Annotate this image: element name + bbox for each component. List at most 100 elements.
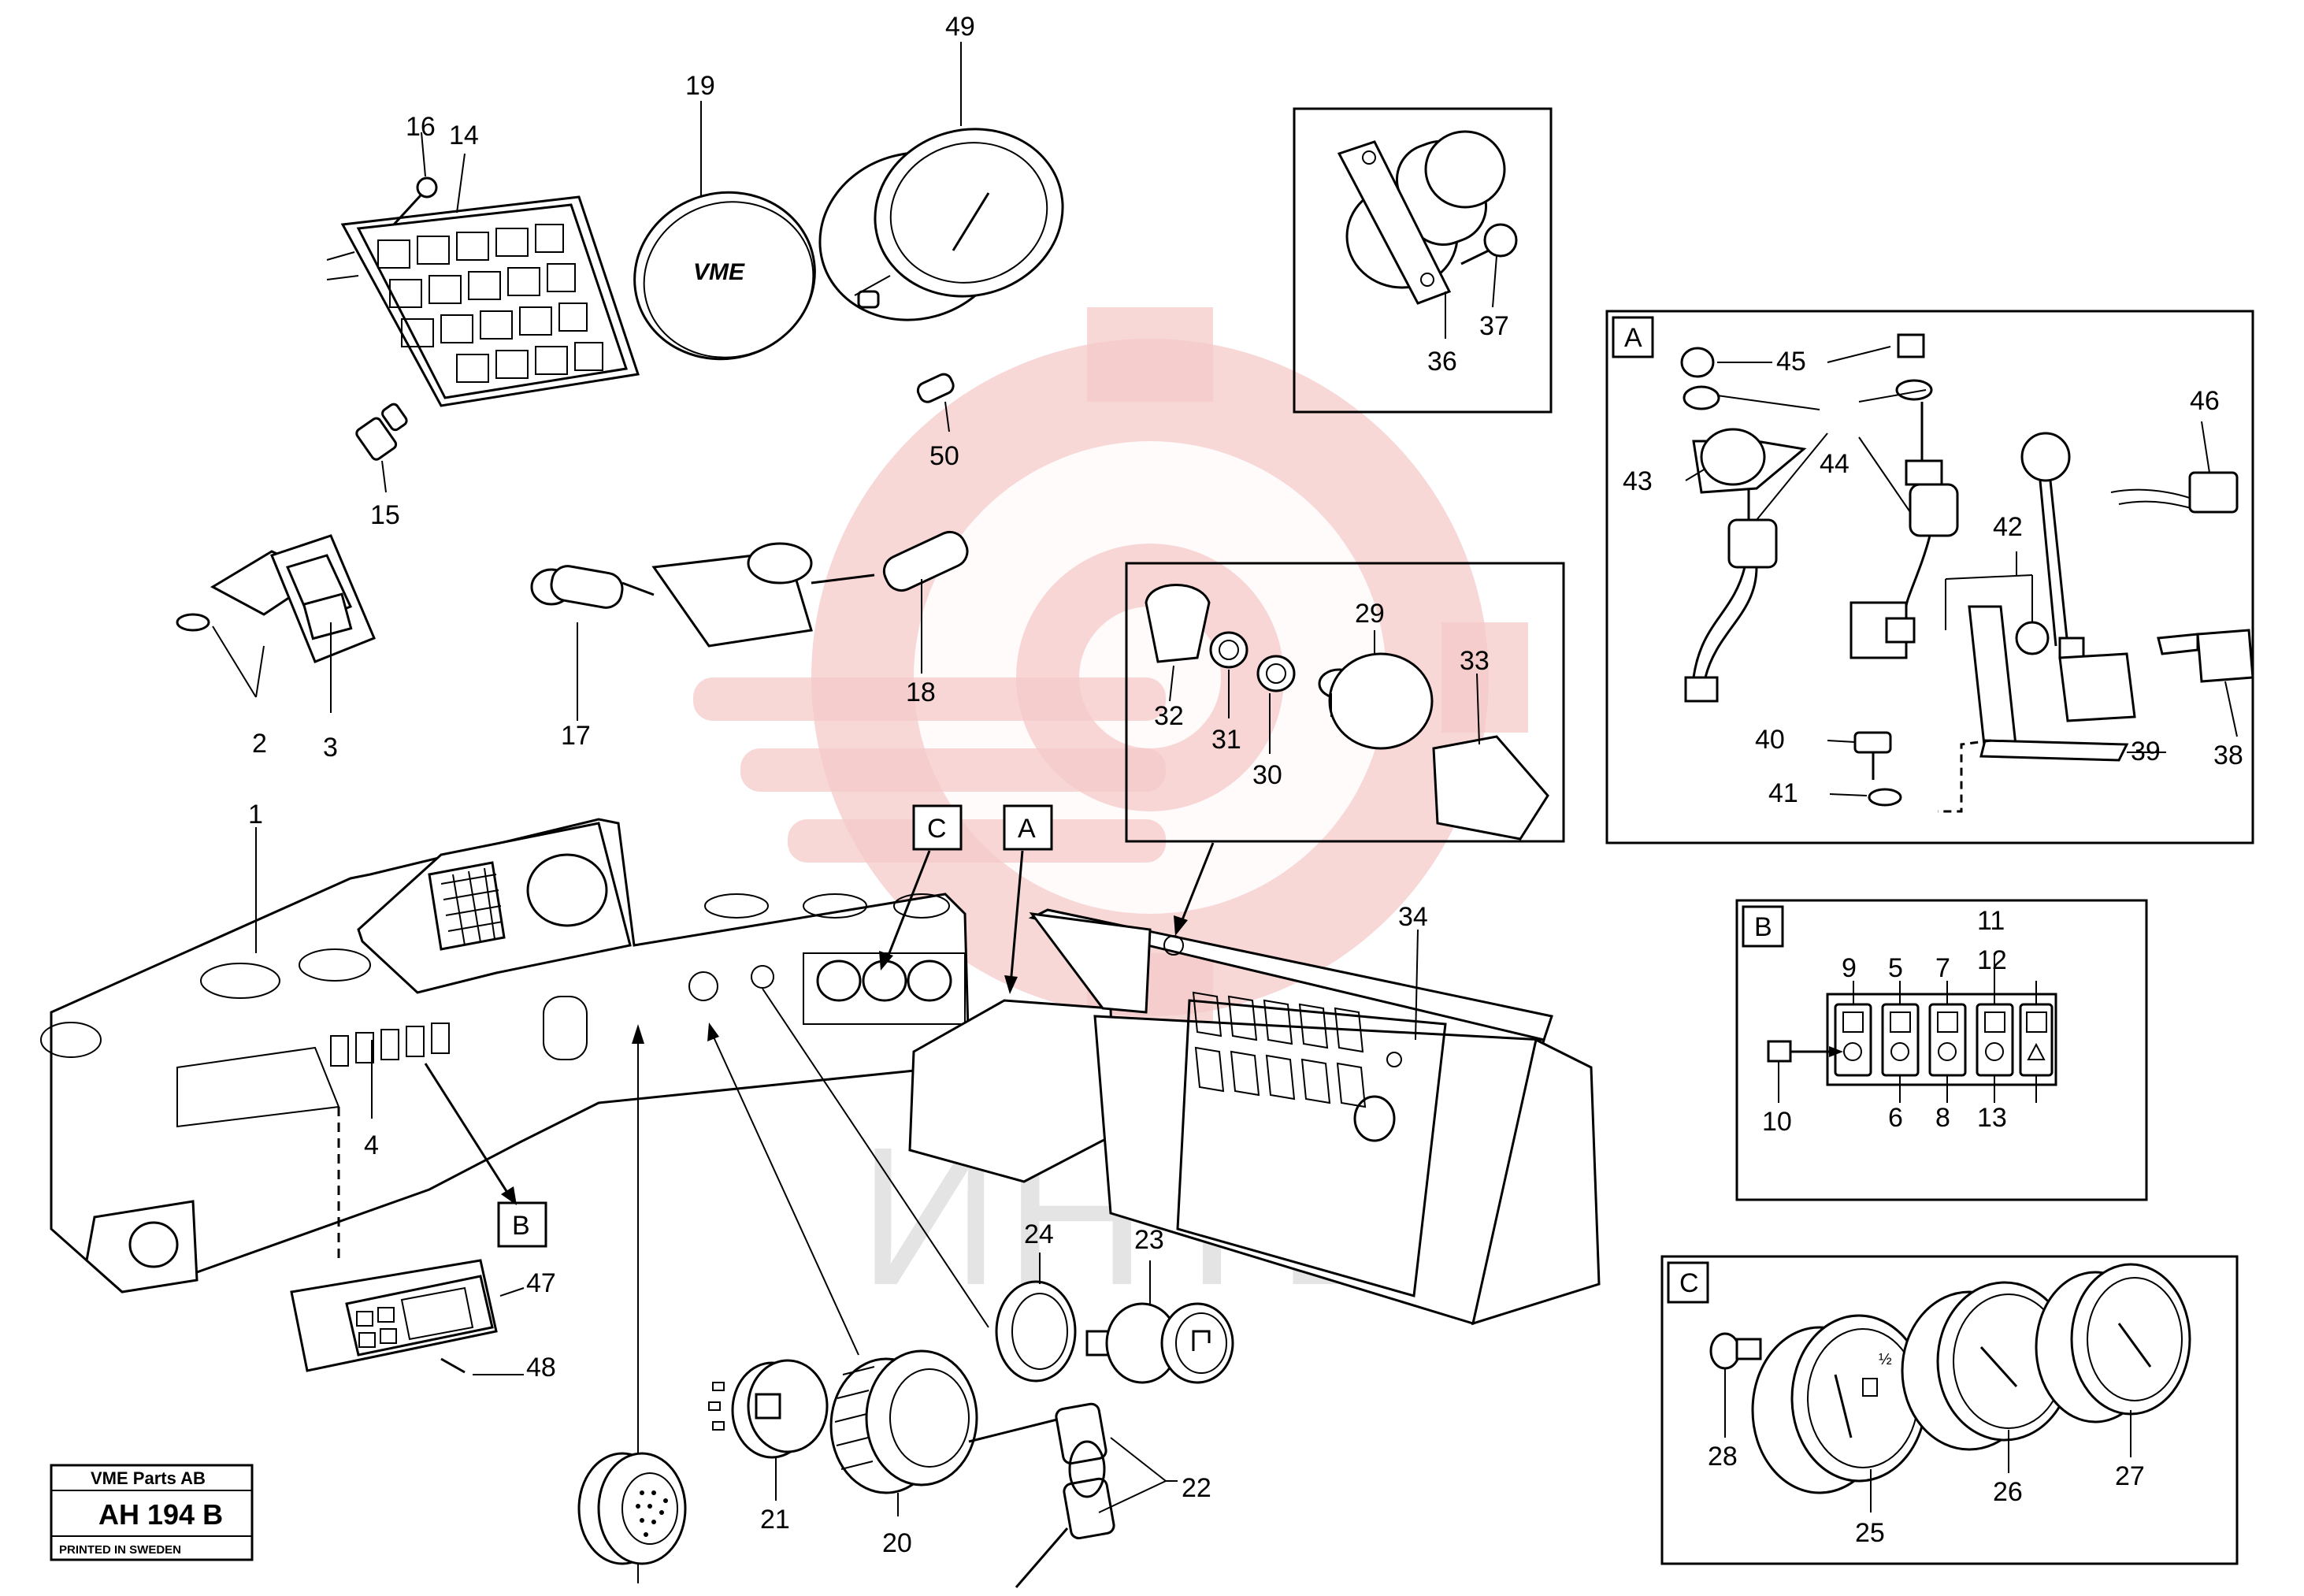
- part-label: 17: [561, 721, 591, 751]
- part-label: 32: [1154, 701, 1184, 731]
- detail-box-29-33: [1125, 562, 1565, 843]
- part-label: 40: [1755, 725, 1785, 755]
- switch-36: [1337, 130, 1506, 305]
- part-label: 8: [1935, 1103, 1950, 1133]
- part-label: 6: [1888, 1103, 1903, 1133]
- switch-row-B: [1767, 993, 2057, 1086]
- part-label: 50: [929, 441, 959, 471]
- part-label: 21: [760, 1505, 790, 1535]
- part-label: 38: [2213, 740, 2243, 770]
- callout-A: A: [1003, 804, 1053, 851]
- part-label: 45: [1776, 347, 1806, 377]
- detail-frame-A: [1605, 310, 2254, 844]
- detail-frame-B-tag: [1742, 905, 1784, 948]
- part-number-labels: 1 2 3 4 5 6 7 8 9 10 11 12 13 14 15 16 1…: [248, 12, 2243, 1558]
- part-label: 12: [1977, 945, 2007, 975]
- title-block-code: AH 194 B: [98, 1498, 223, 1531]
- part-label: 2: [252, 729, 267, 759]
- control-unit-47: [290, 1259, 498, 1372]
- part-label: 7: [1935, 953, 1950, 983]
- switch-3-leaders: [212, 622, 332, 713]
- detail-frame-A-tag: [1612, 316, 1654, 358]
- detail-29-33-parts: [1145, 584, 1549, 841]
- part-label: 31: [1211, 725, 1241, 755]
- title-block: VME Parts AB AH 194 B PRINTED IN SWEDEN: [50, 1464, 254, 1561]
- instrument-panel-1: [40, 818, 970, 1294]
- part-label: 11: [1977, 906, 2005, 936]
- part-label: 44: [1820, 449, 1850, 479]
- part-label: 47: [526, 1268, 556, 1298]
- part-label: 18: [906, 677, 936, 707]
- gauge-half-mark: ½: [1879, 1351, 1892, 1368]
- keys-22: [968, 1402, 1115, 1588]
- part-label: 26: [1993, 1477, 2023, 1507]
- svg-text:C: C: [927, 814, 947, 844]
- part-label: 20: [882, 1528, 912, 1558]
- switch-23: [1085, 1302, 1234, 1384]
- part-label: 27: [2115, 1461, 2145, 1491]
- ring-24: [995, 1280, 1077, 1383]
- part-label: 36: [1427, 347, 1457, 377]
- part-label: 49: [945, 12, 975, 42]
- part-label: 9: [1842, 953, 1857, 983]
- part-label: 16: [406, 112, 436, 142]
- part-label: 34: [1398, 902, 1428, 932]
- detail-frame-B-letter: B: [1754, 912, 1772, 942]
- detail-frame-C: [1660, 1255, 2239, 1565]
- vme-logo-text: VME: [693, 259, 745, 285]
- combination-switch-17-18: [530, 530, 969, 648]
- detail-frame-C-letter: C: [1679, 1268, 1699, 1298]
- part-label: 30: [1252, 760, 1282, 790]
- detail-C-leaders: [1724, 1368, 2131, 1512]
- svg-text:B: B: [512, 1211, 530, 1241]
- part-label: 1: [248, 800, 263, 830]
- knob-37: [1460, 223, 1518, 265]
- gauge-49: [818, 128, 1064, 321]
- warning-lamp-panel-14: [326, 195, 640, 407]
- detail-frame-B: [1735, 899, 2148, 1201]
- part-label: 43: [1623, 466, 1653, 496]
- part-label: 41: [1768, 778, 1798, 808]
- part-label: 24: [1024, 1219, 1054, 1249]
- callout-C: C: [912, 804, 963, 851]
- detail-frame-C-tag: [1667, 1261, 1709, 1304]
- switch-21: [708, 1359, 829, 1459]
- screw-16: [392, 176, 438, 226]
- part-label: 33: [1460, 646, 1490, 676]
- cover-badge-19: VME: [633, 191, 816, 361]
- bulb-holder-15: [355, 403, 408, 461]
- title-block-note: PRINTED IN SWEDEN: [59, 1543, 181, 1557]
- part-label: 46: [2190, 386, 2220, 416]
- part-label: 42: [1993, 512, 2023, 542]
- svg-text:A: A: [1018, 814, 1036, 844]
- detail-A-parts: [1680, 333, 2254, 813]
- detail-B-leaders: [1778, 953, 2037, 1103]
- ignition-switch-20: [829, 1349, 978, 1494]
- part-label: 13: [1977, 1103, 2007, 1133]
- part-label: 19: [685, 71, 715, 101]
- part-label: 28: [1708, 1442, 1738, 1472]
- part-label: 48: [526, 1353, 556, 1383]
- gauges-25-27: ½: [1709, 1263, 2191, 1494]
- buzzer: [577, 1452, 687, 1565]
- detail-A-leaders: [1685, 346, 2238, 796]
- rocker-switch-3: [176, 534, 376, 663]
- part-label: 22: [1182, 1473, 1211, 1503]
- part-label: 10: [1762, 1107, 1792, 1137]
- part-label: 25: [1855, 1518, 1885, 1548]
- part-label: 29: [1355, 599, 1385, 629]
- part-label: 14: [449, 121, 479, 150]
- bulb-50: [916, 373, 955, 403]
- part-label: 4: [364, 1130, 379, 1160]
- part-label: 5: [1888, 953, 1903, 983]
- part-label: 23: [1134, 1225, 1164, 1255]
- callout-B: B: [497, 1201, 547, 1248]
- detail-box-36-37: [1293, 107, 1553, 414]
- title-block-company: VME Parts AB: [91, 1468, 206, 1488]
- detail-frame-A-letter: A: [1624, 323, 1642, 353]
- center-console-34: [908, 908, 1601, 1326]
- part-label: 39: [2131, 737, 2161, 766]
- detail-29-33-leaders: [1169, 630, 1480, 754]
- part-label: 37: [1479, 311, 1509, 341]
